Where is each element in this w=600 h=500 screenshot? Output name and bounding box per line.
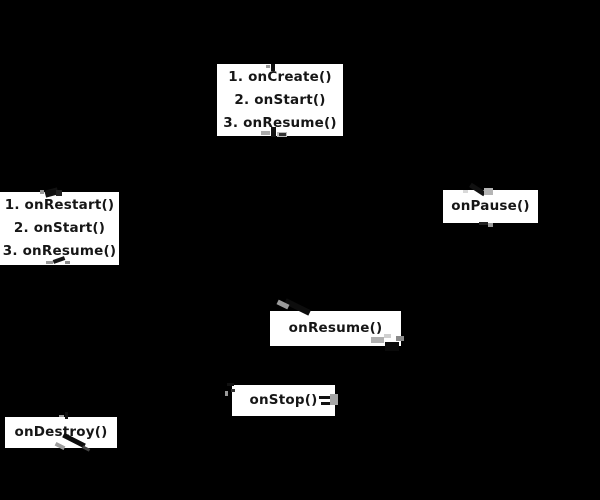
callback-step: 1. onCreate()	[228, 68, 332, 85]
callback-step: 3. onResume()	[2, 243, 117, 259]
arrow-fragment-destroy-in	[65, 412, 68, 419]
arrow-fragment-launch-out	[261, 131, 270, 135]
arrow-fragment-pause-in	[484, 188, 493, 195]
callback-label: onStop()	[249, 392, 318, 408]
arrow-fragment-launch-out	[271, 127, 276, 137]
arrow-fragment-launch-in	[271, 64, 275, 71]
arrow-fragment-launch-out	[279, 133, 286, 136]
arrow-fragment-pause-out	[479, 222, 488, 225]
arrow-fragment-launch-in	[266, 65, 270, 68]
callback-step: 2. onStart()	[234, 91, 326, 108]
node-launch-callbacks: 1. onCreate() 2. onStart() 3. onResume()	[217, 64, 343, 136]
callback-step: 2. onStart()	[13, 220, 106, 236]
arrow-fragment-resume-out	[371, 337, 384, 343]
arrow-fragment-restart-in	[56, 190, 62, 196]
arrow-fragment-stop-in	[227, 383, 234, 386]
arrow-fragment-stop-out	[330, 394, 338, 405]
callback-label: onResume()	[288, 320, 383, 336]
callback-step: 3. onResume()	[223, 114, 337, 131]
arrow-fragment-restart-out	[65, 261, 70, 264]
arrow-fragment-stop-in	[225, 391, 228, 396]
callback-step: 1. onRestart()	[4, 197, 115, 213]
callback-label: onDestroy()	[14, 424, 108, 440]
arrow-fragment-stop-out	[321, 402, 332, 405]
arrow-fragment-restart-in	[40, 190, 44, 194]
arrow-fragment-pause-in	[463, 190, 468, 193]
arrow-fragment-stop-in	[231, 389, 235, 392]
node-onpause: onPause()	[443, 190, 538, 223]
arrow-fragment-stop-out	[319, 396, 332, 399]
arrow-fragment-resume-out	[384, 334, 391, 338]
node-onstop: onStop()	[232, 385, 335, 416]
arrow-fragment-pause-out	[488, 223, 493, 227]
node-restart-callbacks: 1. onRestart() 2. onStart() 3. onResume(…	[0, 192, 119, 265]
arrow-fragment-resume-out	[396, 336, 404, 341]
arrow-fragment-restart-out	[46, 261, 53, 264]
callback-label: onPause()	[451, 198, 530, 214]
node-ondestroy: onDestroy()	[5, 417, 117, 448]
arrow-fragment-resume-out	[385, 342, 399, 351]
arrow-fragment-destroy-in	[59, 415, 64, 417]
